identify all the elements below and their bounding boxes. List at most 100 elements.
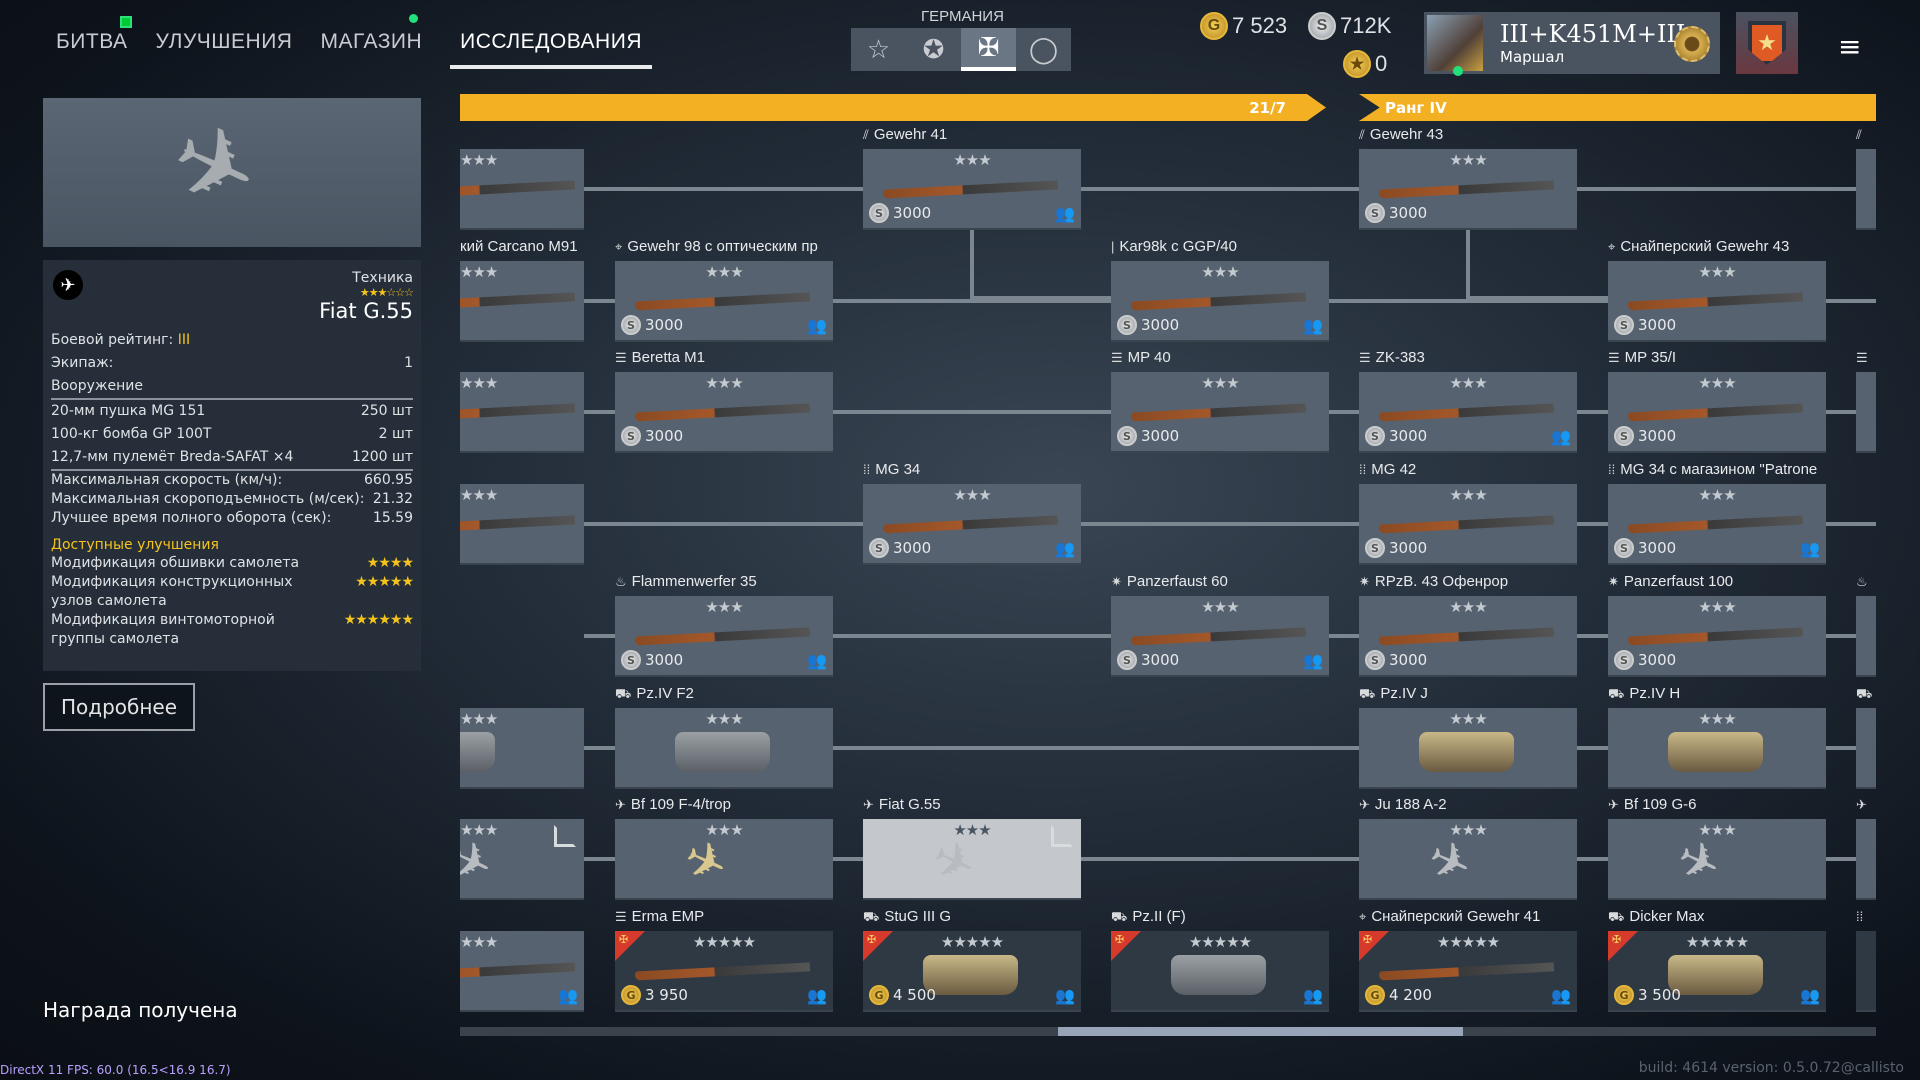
tree-item-card[interactable] <box>1856 931 1876 1010</box>
tab-shop[interactable]: МАГАЗИН <box>320 14 422 69</box>
item-stars: ★★★ <box>460 933 498 951</box>
tree-item-card[interactable]: ✈★★★ <box>863 819 1081 898</box>
hamburger-menu-icon[interactable]: ≡ <box>1838 30 1862 63</box>
item-type-icon: ⛟ <box>615 686 632 701</box>
tree-item-label: ⌖Снайперский Gewehr 41 <box>1359 908 1579 925</box>
medal-icon <box>1674 26 1710 62</box>
item-type-icon: ♨ <box>1856 574 1868 589</box>
item-type-icon: ⛟ <box>1856 686 1873 701</box>
tree-item-label: ⁞⁞MG 34 <box>863 461 1083 478</box>
ussr-star-icon[interactable]: ✪ <box>922 34 945 65</box>
gun-image <box>1627 515 1804 534</box>
price-value: 3 950 <box>645 986 688 1004</box>
silver-coin-icon: S <box>621 650 641 670</box>
rank-shield-button[interactable]: ★ <box>1736 12 1798 74</box>
tree-item-card[interactable]: ✠★★★★★👥 <box>1111 931 1329 1010</box>
item-type-icon: ✈ <box>1359 797 1370 812</box>
gold-coin-icon: G <box>869 985 889 1005</box>
price-value: 3000 <box>893 204 932 222</box>
favorites-star-icon[interactable]: ☆ <box>866 34 891 65</box>
tree-item-card[interactable] <box>1856 596 1876 675</box>
item-type-icon: ☰ <box>1856 350 1868 365</box>
tree-item-card[interactable]: ★★★ <box>460 261 584 340</box>
tree-item-card[interactable]: ★★★ <box>460 484 584 563</box>
crew-icon: 👥 <box>1551 986 1571 1005</box>
item-name: Pz.IV H <box>1629 685 1681 702</box>
gun-image <box>1378 962 1555 981</box>
silver-coin-icon: S <box>1117 650 1137 670</box>
gun-image <box>634 292 811 311</box>
tree-item-card[interactable]: ★★★ <box>460 708 584 787</box>
online-status-dot <box>1453 66 1463 76</box>
tree-item-card[interactable]: ✈★★★ <box>1608 819 1826 898</box>
silver-coin-icon: S <box>869 538 889 558</box>
tree-item-card[interactable]: ★★★ <box>460 372 584 451</box>
stat-name: Максимальная скороподъемность (м/сек): <box>51 491 365 507</box>
tab-research[interactable]: ИССЛЕДОВАНИЯ <box>450 30 652 69</box>
item-name: кий Carcano M91 <box>460 238 578 255</box>
japan-circle-icon[interactable]: ◯ <box>1028 34 1059 65</box>
divider <box>51 398 413 400</box>
tree-item-card[interactable] <box>1856 372 1876 451</box>
tree-item-card[interactable]: ✈★★★ <box>1359 819 1577 898</box>
item-name: MG 42 <box>1371 461 1417 478</box>
tree-item-card[interactable]: ★★★ <box>1359 708 1577 787</box>
tree-item-card[interactable] <box>1856 819 1876 898</box>
player-rank: Маршал <box>1500 48 1565 66</box>
tab-battle[interactable]: БИТВА <box>56 16 132 69</box>
details-button[interactable]: Подробнее <box>43 683 195 731</box>
item-type-icon: ☰ <box>1608 350 1620 365</box>
scrollbar-thumb[interactable] <box>1058 1027 1463 1036</box>
item-name: Dicker Max <box>1629 908 1705 925</box>
crew-icon: 👥 <box>1055 539 1075 558</box>
player-name: III+K451M+III <box>1500 20 1686 48</box>
item-name: MP 35/I <box>1624 349 1677 366</box>
gun-image <box>460 515 576 534</box>
tree-item-card[interactable] <box>1856 149 1876 228</box>
item-type-icon: ☰ <box>1111 350 1123 365</box>
item-type-icon: ⛟ <box>863 909 880 924</box>
germany-cross-icon[interactable]: ✠ <box>961 28 1016 71</box>
item-stars: ★★★★★ <box>692 933 756 951</box>
tree-item-card[interactable]: ★★★ <box>1608 708 1826 787</box>
tree-item-card[interactable]: ★★★ <box>460 149 584 228</box>
tree-item-card[interactable]: ✈★★★ <box>460 819 584 898</box>
gun-image <box>1378 627 1555 646</box>
tank-image <box>1668 732 1763 772</box>
tree-item-card[interactable]: ✈★★★ <box>615 819 833 898</box>
upgrade-stars: ★★★★★★ <box>343 612 414 628</box>
tab-upgrades[interactable]: УЛУЧШЕНИЯ <box>155 30 293 53</box>
item-name: Ju 188 A-2 <box>1374 796 1447 813</box>
tree-item-card[interactable] <box>1856 708 1876 787</box>
tree-item-card[interactable]: ★★★👥 <box>460 931 584 1010</box>
tree-item-card[interactable]: ★★★ <box>615 708 833 787</box>
